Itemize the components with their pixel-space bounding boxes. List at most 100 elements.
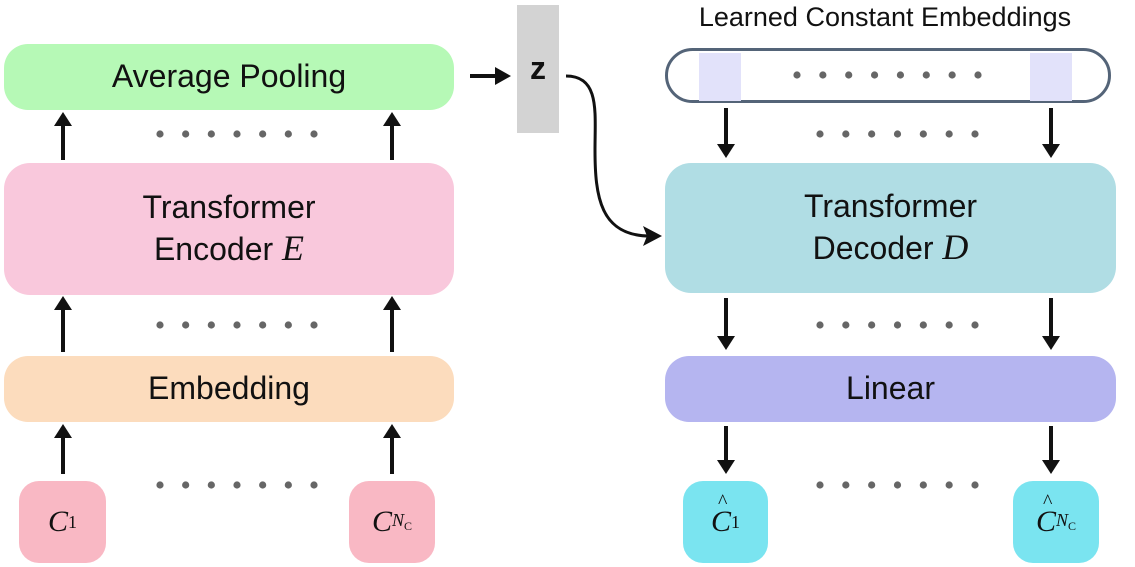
decoder-top-ellipsis-dot: [971, 130, 979, 138]
decoder-bottom-ellipsis-dot: [842, 481, 850, 489]
input-token-first-sub: 1: [68, 511, 77, 532]
constants-ellipsis-dot: [793, 71, 801, 79]
decoder-mid-ellipsis-dot: [868, 321, 876, 329]
decoder-to-linear-arrow-right-head: [1042, 336, 1060, 350]
transformer-decoder-label-line1: Transformer: [803, 187, 978, 224]
z-to-decoder-arrow: [565, 74, 651, 238]
encoder-top-ellipsis-dot: [284, 130, 292, 138]
input-first-to-embedding-arrow-head: [54, 424, 72, 438]
embedding-to-encoder-arrow-left-head: [54, 296, 72, 310]
decoder-bottom-ellipsis-dot: [893, 481, 902, 489]
decoder-bottom-ellipsis-dot: [919, 481, 927, 489]
constants-ellipsis-dot: [819, 71, 827, 79]
encoder-bottom-ellipsis-dot: [207, 481, 215, 489]
transformer-encoder-label-line2: Encoder E: [154, 227, 304, 269]
average-pooling-label: Average Pooling: [111, 58, 347, 95]
decoder-top-ellipsis-dot: [816, 130, 824, 138]
decoder-mid-ellipsis-dot: [971, 321, 979, 329]
average-pooling-block: Average Pooling: [4, 44, 454, 110]
arrow-layer: [54, 67, 1060, 474]
output-token-first-sub: 1: [731, 511, 740, 532]
encoder-bottom-ellipsis-dot: [259, 481, 267, 489]
decoder-mid-ellipsis-dot: [842, 321, 850, 329]
decoder-top-ellipsis-dot: [919, 130, 927, 138]
constants-ellipsis-dot: [974, 71, 982, 79]
encoder-symbol: E: [282, 227, 305, 268]
learned-constant-embeddings-title: Learned Constant Embeddings: [698, 2, 1072, 33]
constant-embedding-cell-first: [699, 53, 741, 101]
constant-embedding-cell-last: [1030, 53, 1072, 101]
latent-z-label: z: [530, 50, 546, 87]
output-token-last-sub-sub: C: [1068, 519, 1077, 533]
encoder-bottom-ellipsis-dot: [156, 481, 164, 489]
constants-ellipsis-dot: [870, 71, 879, 79]
decoder-mid-ellipsis-dot: [816, 321, 824, 329]
output-token-last: CNC: [1013, 481, 1099, 563]
encoder-top-ellipsis-dot: [310, 130, 318, 138]
constants-ellipsis-dot: [948, 71, 956, 79]
decoder-top-ellipsis-dot: [842, 130, 850, 138]
output-token-first: C1: [683, 481, 768, 563]
input-token-last-sub-base: N: [391, 510, 404, 530]
constants-to-decoder-arrow-right-head: [1042, 144, 1060, 158]
encoder-top-ellipsis-dot: [207, 130, 215, 138]
latent-z-bar: z: [517, 5, 559, 133]
encoder-to-pooling-arrow-right-head: [383, 112, 401, 126]
decoder-symbol: D: [942, 226, 969, 267]
constants-ellipsis-dot: [922, 71, 930, 79]
encoder-top-ellipsis-dot: [182, 130, 190, 138]
decoder-bottom-ellipsis-dot: [868, 481, 876, 489]
output-token-last-base: C: [1036, 491, 1056, 539]
encoder-bottom-ellipsis-dot: [284, 481, 292, 489]
output-token-last-sub: NC: [1056, 510, 1076, 534]
decoder-mid-ellipsis-dot: [893, 321, 902, 329]
linear-to-output-last-arrow-head: [1042, 460, 1060, 474]
input-token-last-sub: NC: [392, 510, 412, 534]
z-to-decoder-arrowhead: [643, 226, 662, 246]
dot-layer: [156, 71, 982, 489]
linear-to-output-first-arrow-head: [717, 460, 735, 474]
decoder-bottom-ellipsis-dot: [971, 481, 979, 489]
linear-block: Linear: [665, 356, 1116, 422]
encoder-mid-ellipsis-dot: [207, 321, 215, 329]
transformer-encoder-label-word: Encoder: [153, 230, 274, 267]
encoder-mid-ellipsis-dot: [284, 321, 292, 329]
decoder-mid-ellipsis-dot: [945, 321, 953, 329]
decoder-bottom-ellipsis-dot: [945, 481, 953, 489]
decoder-top-ellipsis-dot: [945, 130, 953, 138]
encoder-bottom-ellipsis-dot: [182, 481, 190, 489]
encoder-top-ellipsis-dot: [156, 130, 164, 138]
linear-label: Linear: [846, 370, 935, 407]
pooling-to-z-arrow-head: [495, 67, 511, 85]
encoder-mid-ellipsis-dot: [259, 321, 267, 329]
embedding-to-encoder-arrow-right-head: [383, 296, 401, 310]
output-token-first-base: C: [711, 491, 731, 539]
input-token-last-sub-sub: C: [404, 519, 413, 533]
input-token-first-base: C: [47, 505, 68, 538]
encoder-mid-ellipsis-dot: [233, 321, 241, 329]
decoder-top-ellipsis-dot: [893, 130, 902, 138]
encoder-top-ellipsis-dot: [233, 130, 241, 138]
embedding-block: Embedding: [4, 356, 454, 422]
encoder-mid-ellipsis-dot: [182, 321, 190, 329]
encoder-to-pooling-arrow-left-head: [54, 112, 72, 126]
encoder-mid-ellipsis-dot: [310, 321, 318, 329]
decoder-top-ellipsis-dot: [868, 130, 876, 138]
constants-ellipsis-dot: [845, 71, 853, 79]
constants-ellipsis-dot: [896, 71, 905, 79]
encoder-mid-ellipsis-dot: [156, 321, 164, 329]
output-token-last-sub-base: N: [1055, 510, 1068, 530]
decoder-to-linear-arrow-left-head: [717, 336, 735, 350]
learned-constant-embeddings-container: [665, 48, 1111, 103]
transformer-decoder-label-line2: Decoder D: [813, 226, 969, 268]
encoder-top-ellipsis-dot: [259, 130, 267, 138]
encoder-bottom-ellipsis-dot: [233, 481, 241, 489]
embedding-label: Embedding: [148, 370, 310, 407]
transformer-decoder-label-word: Decoder: [812, 229, 934, 266]
transformer-decoder-block: Transformer Decoder D: [665, 163, 1116, 293]
decoder-mid-ellipsis-dot: [919, 321, 927, 329]
input-token-last-base: C: [371, 505, 392, 538]
